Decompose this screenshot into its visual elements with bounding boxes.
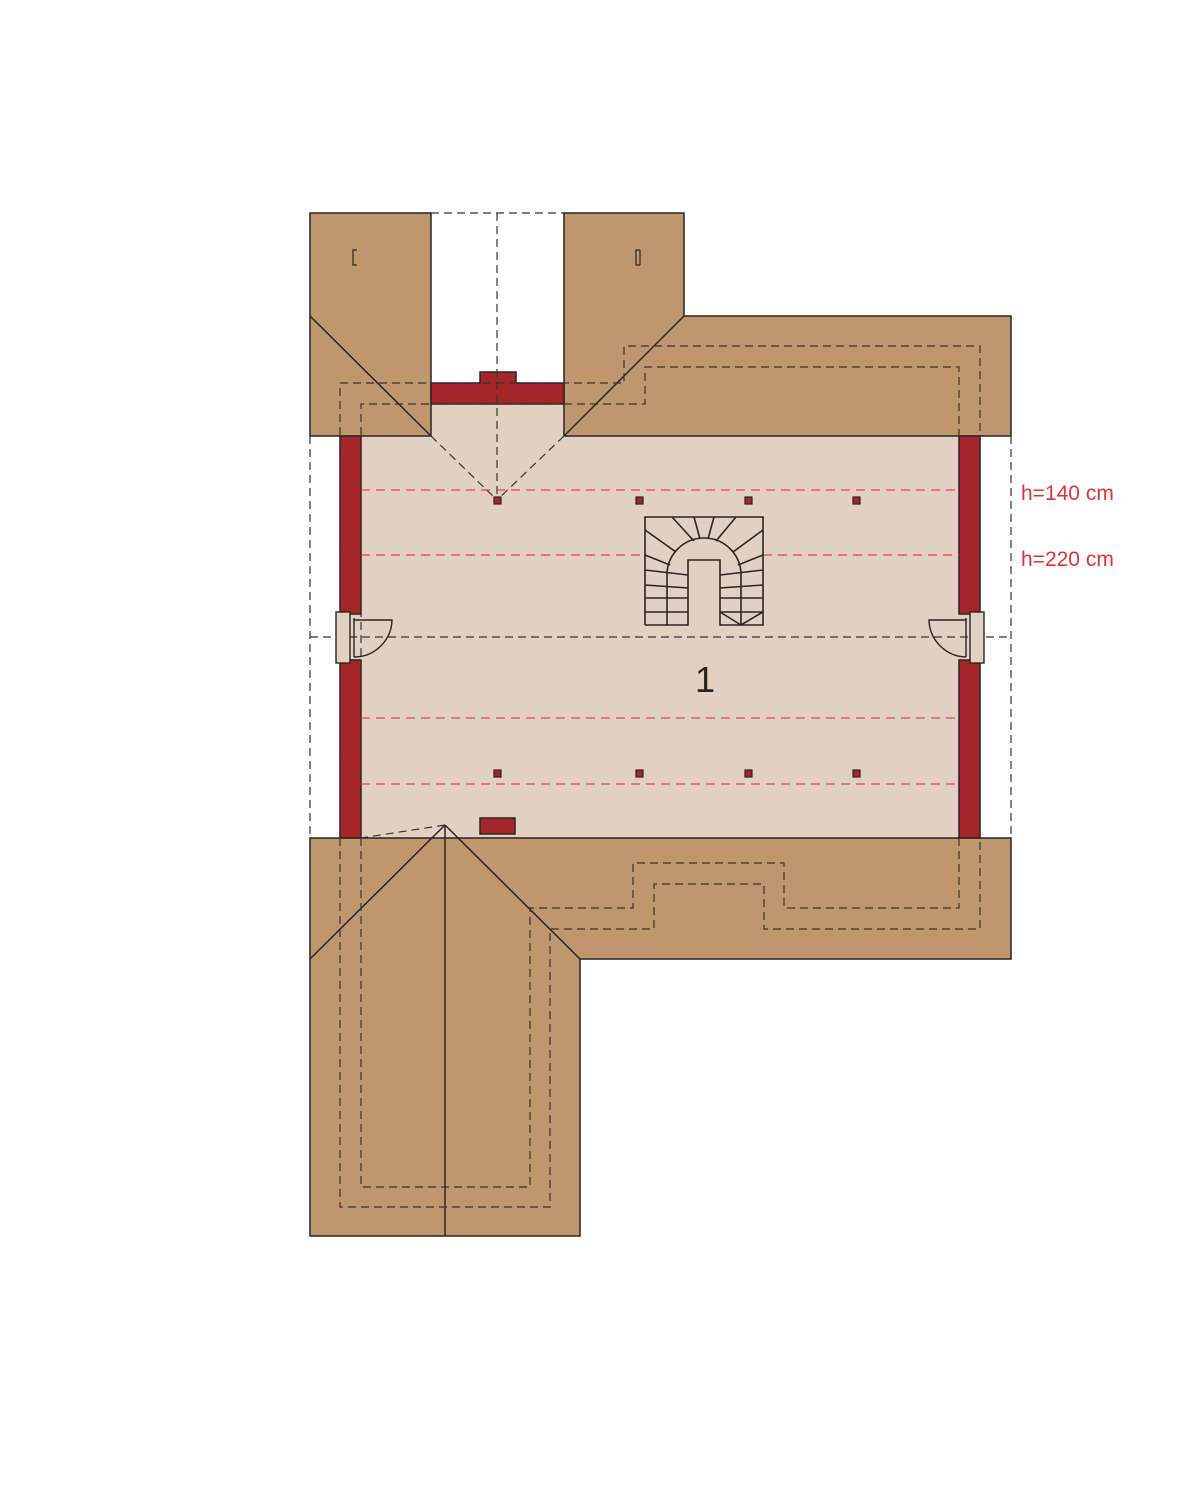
roof-top-left — [309, 212, 432, 437]
height-label-220: h=220 cm — [1021, 548, 1114, 571]
chimney — [479, 817, 516, 835]
roof-bottom — [309, 837, 1012, 1237]
door-left — [335, 611, 393, 664]
wall-right-upper — [958, 435, 981, 615]
door-right — [928, 611, 985, 664]
wall-right-lower — [958, 659, 981, 839]
roof-top-right — [563, 212, 1012, 437]
vent-icon — [352, 249, 641, 266]
wall-left-lower — [339, 659, 362, 839]
room-number: 1 — [695, 659, 715, 700]
staircase — [644, 516, 764, 626]
wall-left-upper — [339, 435, 362, 615]
height-label-140: h=140 cm — [1021, 482, 1114, 505]
